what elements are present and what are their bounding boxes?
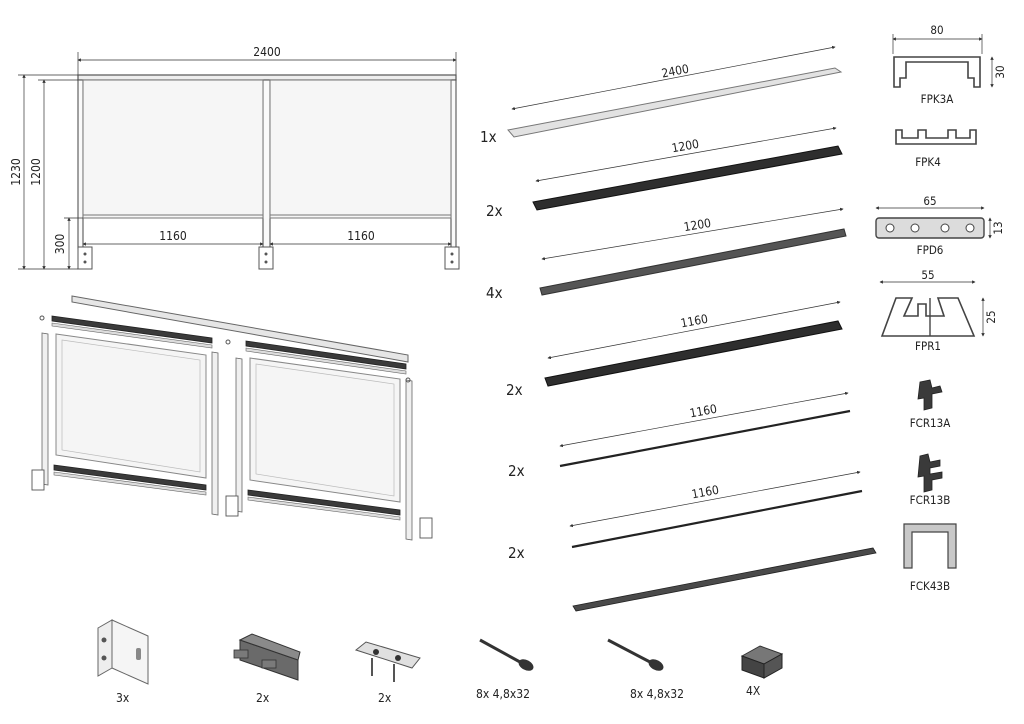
section-fpk3a: 80 30 FPK3A <box>892 23 1007 106</box>
section-width: 55 <box>921 268 934 282</box>
section-fcr13a: FCR13A <box>910 379 951 430</box>
end-cap-part: 4X <box>740 645 784 698</box>
profile-length: 2400 <box>660 62 690 81</box>
hardware-qty: 8x 4,8x32 <box>476 687 530 701</box>
profile-row: 4x 1200 <box>486 207 847 302</box>
section-fpd6: 65 13 FPD6 <box>875 194 1005 257</box>
section-fcr13b: FCR13B <box>910 453 951 507</box>
panel-right-width-label: 1160 <box>347 229 375 243</box>
hardware-qty: 2x <box>256 691 270 705</box>
width-label: 2400 <box>253 45 281 59</box>
connector-plate-part: 2x <box>354 641 421 705</box>
section-code: FCR13A <box>910 416 951 430</box>
section-fck43b: FCK43B <box>903 523 957 593</box>
profile-qty: 4x <box>486 284 503 302</box>
profile-row: 2x 1200 <box>486 126 843 220</box>
profile-qty: 2x <box>508 462 525 480</box>
profile-qty: 1x <box>480 128 497 146</box>
section-code: FCR13B <box>910 493 951 507</box>
profile-qty: 2x <box>486 202 503 220</box>
hardware-qty: 4X <box>746 684 761 698</box>
section-fpr1: 55 25 FPR1 <box>879 268 998 353</box>
section-code: FPK3A <box>921 92 954 106</box>
section-code: FPR1 <box>915 339 941 353</box>
elevation-drawing: 2400 1230 1200 300 1160 11 <box>9 45 460 270</box>
screw-a-part: 8x 4,8x32 <box>476 638 534 701</box>
hardware-qty: 2x <box>378 691 392 705</box>
section-code: FPK4 <box>915 155 941 169</box>
hardware-row: 3x 2x 2x 8x 4,8x32 8x 4,8x32 <box>97 619 784 705</box>
hardware-qty: 3x <box>116 691 130 705</box>
section-width: 65 <box>923 194 936 208</box>
post-height-label: 300 <box>53 234 67 255</box>
height-inner-label: 1200 <box>29 158 43 186</box>
section-code: FCK43B <box>910 579 950 593</box>
profile-length: 1160 <box>689 402 719 421</box>
profile-row: 2x 1160 <box>508 391 851 480</box>
cross-sections: 80 30 FPK3A FPK4 65 13 FPD6 55 <box>875 23 1007 593</box>
profile-length: 1160 <box>690 483 720 502</box>
profile-length: 1160 <box>679 312 709 331</box>
profile-row: 2x 1160 <box>506 300 843 399</box>
profile-length: 1200 <box>683 216 713 234</box>
profile-row: 2x 1160 <box>508 470 877 612</box>
profile-qty: 2x <box>506 381 523 399</box>
section-height: 13 <box>991 221 1005 234</box>
base-plate-part: 2x <box>233 633 301 705</box>
section-width: 80 <box>930 23 943 37</box>
profile-row: 1x 2400 <box>480 45 843 146</box>
hardware-qty: 8x 4,8x32 <box>630 687 684 701</box>
section-height: 30 <box>993 65 1007 78</box>
exploded-view <box>31 295 433 541</box>
profile-qty: 2x <box>508 544 525 562</box>
height-outer-label: 1230 <box>9 158 23 186</box>
profile-length: 1200 <box>671 137 701 156</box>
profile-list: 1x 2400 2x 1200 4x 1200 2x 1160 2x <box>480 45 877 612</box>
section-height: 25 <box>984 310 998 323</box>
bracket-part: 3x <box>97 619 149 705</box>
section-code: FPD6 <box>917 243 944 257</box>
screw-b-part: 8x 4,8x32 <box>607 638 684 701</box>
panel-left-width-label: 1160 <box>159 229 187 243</box>
section-fpk4: FPK4 <box>895 129 977 169</box>
